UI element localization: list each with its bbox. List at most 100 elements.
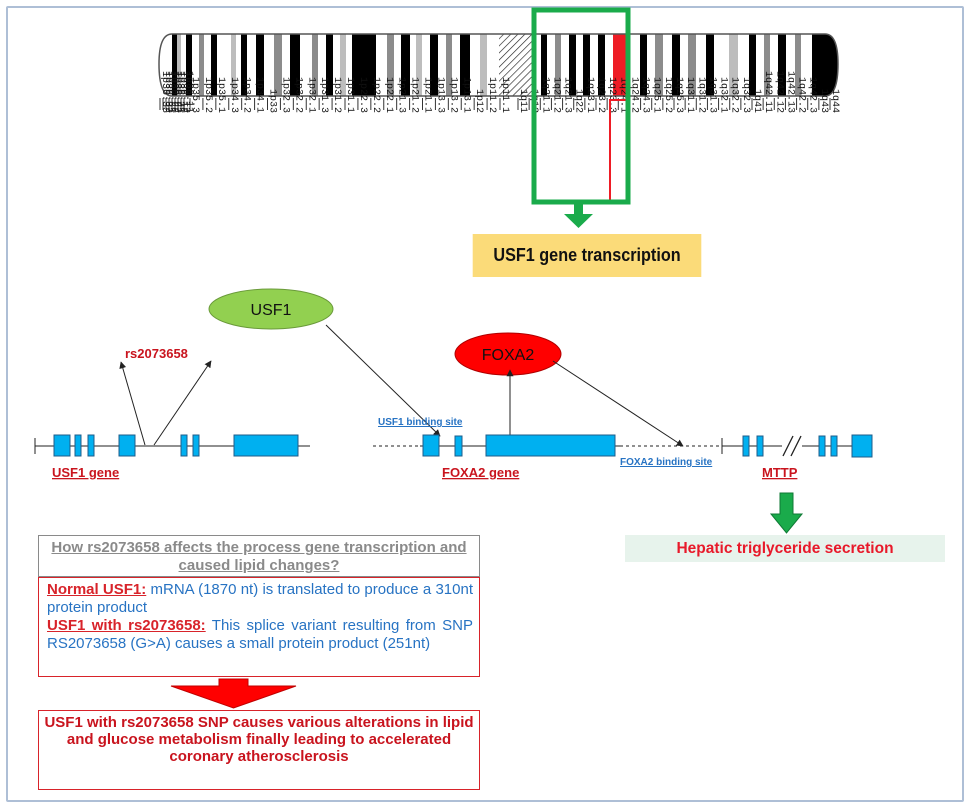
chromosome-band [256, 34, 264, 96]
chromosome-band [312, 34, 318, 96]
band-label: 1q23.2 [595, 77, 606, 113]
chromosome-band [613, 34, 627, 96]
band-label: 1q21.1 [539, 77, 550, 113]
usf1-gene-track [34, 434, 310, 457]
band-label: 1q31.2 [695, 77, 706, 113]
band-label: 1p12 [473, 89, 484, 113]
chromosome-band [749, 34, 756, 96]
band-label: 1p36.23 [168, 71, 179, 113]
band-label: 1q22 [573, 89, 584, 113]
mttp-gene-label: MTTP [762, 465, 798, 480]
foxa2-gene-label: FOXA2 gene [442, 465, 519, 480]
chromosome-band [672, 34, 680, 96]
chromosome-band [680, 34, 688, 96]
snp-label: rs2073658 [125, 346, 188, 361]
foxa2-exon [422, 434, 440, 457]
chromosome-band [534, 34, 541, 96]
chromosome-outline [158, 33, 839, 97]
mttp-exon [851, 434, 873, 458]
chromosome-band [729, 34, 738, 96]
chromosome-band [376, 34, 387, 96]
chromosome-band [159, 34, 172, 96]
chromosome-band [204, 34, 211, 96]
chromosome-band [655, 34, 663, 96]
band-label: 1q31.1 [684, 77, 695, 113]
chromosome-band [547, 34, 555, 96]
green-down-arrow-top [564, 204, 593, 228]
band-label: 1q42.2 [796, 77, 807, 113]
band-label: 1p13.1 [460, 77, 471, 113]
chromosome-band [231, 34, 236, 96]
band-label: 1p35.3 [189, 77, 200, 113]
usf1-protein-ellipse [208, 288, 334, 330]
usf1-exon [87, 434, 95, 457]
mttp-gene-track [721, 434, 873, 458]
chromosome-band [326, 34, 333, 96]
chromosome-band [590, 34, 598, 96]
band-label: 1p36.31 [165, 71, 176, 113]
variant-usf1-label: USF1 with rs2073658: [47, 617, 206, 634]
chromosome-1-ideogram: 1p36.331p36.321p36.311p36.231p36.221p36.… [158, 7, 840, 228]
chromosome-band [333, 34, 340, 96]
foxa2-gene-track [373, 434, 722, 457]
chromosome-band [416, 34, 422, 96]
band-label: 1p22.2 [370, 77, 381, 113]
band-label: 1q42.12 [773, 71, 784, 113]
band-label: 1p11.2 [486, 77, 497, 113]
chromosome-band [696, 34, 706, 96]
band-label: 1q24.1 [617, 77, 628, 113]
band-label: 1q42.13 [784, 71, 795, 113]
chromosome-band [422, 34, 430, 96]
variant-usf1-text: This splice variant resulting from SNP R… [47, 617, 473, 652]
usf1-exon [192, 434, 200, 457]
band-label: 1q25.3 [673, 77, 684, 113]
chromosome-band [499, 34, 534, 96]
chromosome-band [290, 34, 300, 96]
band-label: 1q42.3 [807, 77, 818, 113]
chromosome-band [401, 34, 410, 96]
band-label: 1q31.3 [706, 77, 717, 113]
chromosome-band [640, 34, 647, 96]
chromosome-band [460, 34, 470, 96]
chromosome-band [410, 34, 416, 96]
band-label: 1p32.1 [305, 77, 316, 113]
chromosome-band [756, 34, 764, 96]
usf1-binding-site-label: USF1 binding site [378, 417, 463, 428]
chromosome-band [236, 34, 241, 96]
band-label: 1p11.1 [499, 77, 510, 113]
gene-break-mark [782, 435, 794, 457]
chromosome-band [430, 34, 438, 96]
mttp-exon [830, 435, 838, 457]
chromosome-band [812, 34, 838, 96]
chromosome-band [181, 34, 186, 96]
arrow-to-usf1 [153, 360, 212, 446]
band-label: 1p36.21 [174, 71, 185, 113]
chromosome-band [738, 34, 749, 96]
chromosome-band [795, 34, 801, 96]
chromosome-band [770, 34, 778, 96]
band-label: 1q23.3 [606, 77, 617, 113]
band-label: 1q32.2 [729, 77, 740, 113]
usf1-exon [118, 434, 136, 457]
band-label: 1p36.22 [171, 71, 182, 113]
explanation-box: Normal USF1: mRNA (1870 nt) is translate… [38, 577, 480, 677]
band-label: 1q21.2 [550, 77, 561, 113]
chromosome-band [576, 34, 583, 96]
chromosome-band [541, 34, 547, 96]
band-label: 1p34.1 [254, 77, 265, 113]
chromosome-band [387, 34, 394, 96]
chromosome-band [561, 34, 569, 96]
band-label: 1p21.3 [396, 77, 407, 113]
conclusion-box: USF1 with rs2073658 SNP causes various a… [38, 710, 480, 790]
band-label: 1p35.1 [215, 77, 226, 113]
variant-usf1-paragraph: USF1 with rs2073658: This splice variant… [47, 617, 473, 653]
chromosome-band [264, 34, 274, 96]
foxa2-exon [454, 435, 463, 457]
conclusion-text: USF1 with rs2073658 SNP causes various a… [44, 714, 474, 765]
usf1-exon [233, 434, 299, 457]
band-label: 1p35.2 [202, 77, 213, 113]
usf1-exon [180, 434, 188, 457]
usf1-transcription-box: USF1 gene transcription [472, 234, 702, 277]
band-ticks [159, 98, 831, 110]
chromosome-band [282, 34, 290, 96]
